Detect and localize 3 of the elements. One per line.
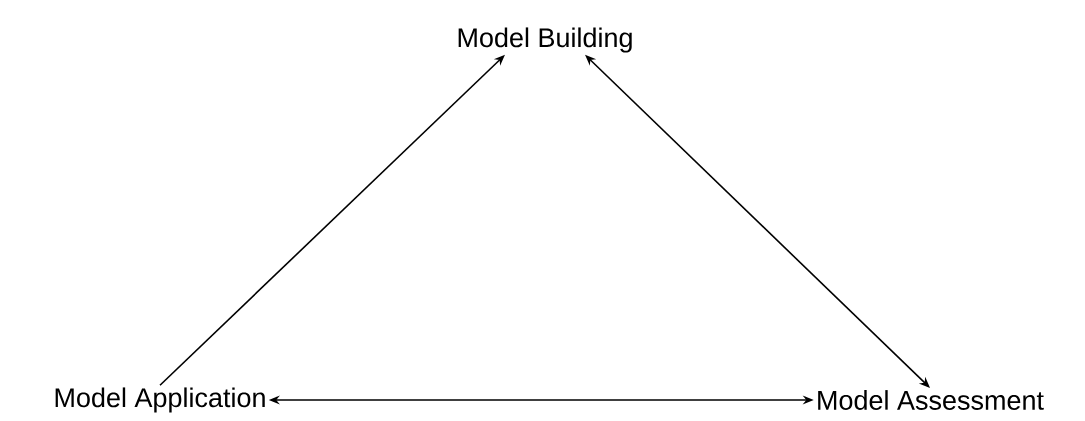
node-label: Model Application [55,387,265,413]
node-label: Model Assessment [818,390,1044,410]
node-label: Model Building [458,27,632,53]
